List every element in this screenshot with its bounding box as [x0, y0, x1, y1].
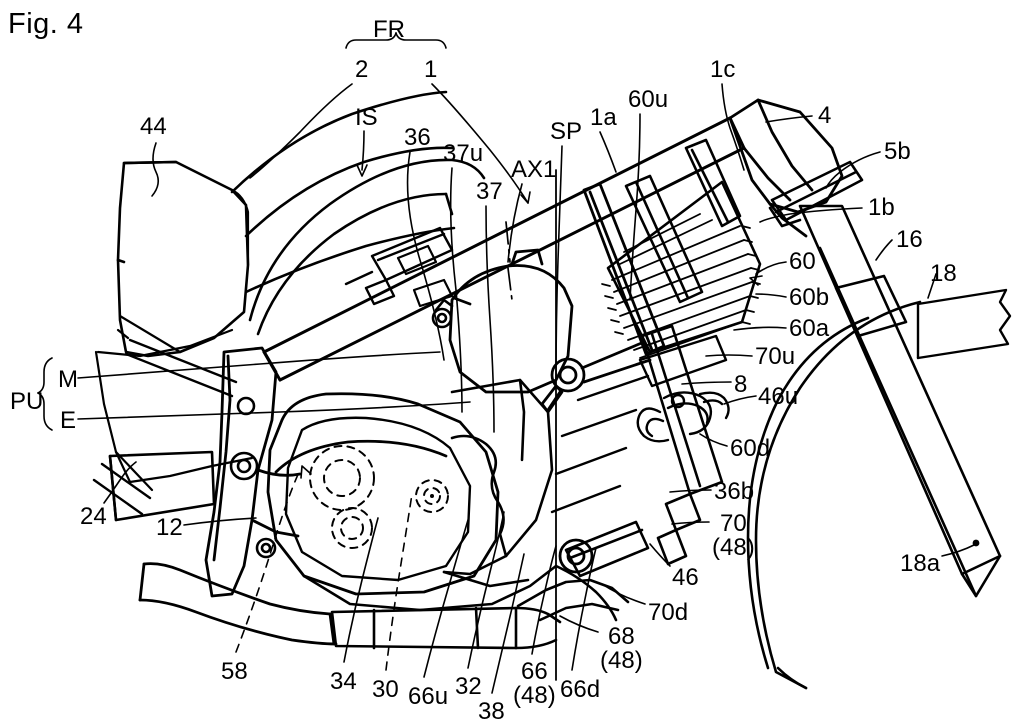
leader-lines	[37, 32, 980, 694]
reference-60d: 60d	[730, 435, 771, 462]
reference-70-48: 70 (48)	[712, 510, 755, 562]
reference-1c: 1c	[710, 56, 736, 83]
radiator-inlet-60u	[624, 174, 704, 304]
reference-16: 16	[896, 226, 923, 253]
engine-case-cover	[284, 416, 472, 582]
front-wheel-arc	[746, 300, 922, 690]
reference-24: 24	[80, 503, 107, 530]
reference-2: 2	[355, 56, 369, 83]
seat-body	[248, 158, 486, 336]
reference-37: 37	[476, 178, 503, 205]
reference-37u: 37u	[443, 140, 484, 167]
reference-12: 12	[156, 514, 183, 541]
pivot-small-36	[431, 298, 454, 329]
pivot-mid	[229, 396, 259, 481]
swingarm-bracket-12	[204, 346, 302, 598]
radiator-side-ticks	[601, 225, 761, 335]
reference-70-48-line2: (48)	[712, 534, 755, 562]
pivot-small-lower	[255, 537, 277, 559]
reference-60u: 60u	[628, 86, 669, 113]
shock-absorber	[640, 324, 724, 566]
reference-8: 8	[734, 371, 748, 398]
muffler-34	[330, 606, 562, 650]
reference-60: 60	[789, 248, 816, 275]
front-fork	[798, 204, 1002, 598]
cylinder-head-37	[448, 248, 574, 394]
rear-cross-tube	[92, 338, 238, 516]
reference-1b: 1b	[868, 194, 895, 221]
frame-down-tube-1a	[582, 182, 666, 356]
reference-66d: 66d	[560, 676, 601, 703]
reference-m: M	[58, 366, 78, 393]
pivot-lower	[558, 538, 594, 574]
handle-clamp-5b	[768, 160, 864, 228]
steering-head	[728, 98, 844, 238]
crankcase-30	[266, 392, 500, 596]
engine-mid-block	[442, 378, 554, 576]
crank-gear-dashed	[309, 445, 449, 549]
reference-68-48-line1: 68	[607, 623, 635, 650]
exhaust-pipe-58	[138, 562, 338, 646]
direction-label-fr: FR	[373, 16, 405, 43]
reference-sp: SP	[550, 118, 583, 145]
reference-36b: 36b	[714, 478, 755, 505]
reference-68-48: 68 (48)	[600, 623, 643, 675]
reference-is: IS	[355, 104, 378, 131]
figure-title: Fig. 4	[8, 8, 84, 40]
reference-66-48-line2: (48)	[513, 682, 556, 710]
reference-ax1: AX1	[511, 156, 557, 183]
reference-5b: 5b	[884, 138, 911, 165]
reference-18: 18	[930, 260, 957, 287]
reference-70-48-line1: 70	[719, 510, 747, 537]
frame-bracket-37u	[396, 244, 454, 308]
lower-cover-66	[516, 564, 630, 622]
main-frame-tube	[262, 116, 746, 382]
reference-4: 4	[818, 102, 832, 129]
gearbox-bottom	[302, 564, 558, 612]
reference-18a: 18a	[900, 550, 941, 577]
lower-linkage	[564, 520, 650, 578]
reference-44: 44	[140, 113, 167, 140]
reference-60a: 60a	[789, 315, 830, 342]
shock-spring-46u	[636, 391, 730, 443]
pivot-upper	[540, 340, 652, 414]
seat-rail	[684, 138, 742, 228]
reference-68-48-line2: (48)	[600, 647, 643, 675]
reference-e: E	[60, 407, 77, 434]
reference-30: 30	[372, 676, 399, 703]
reference-pu: PU	[10, 388, 44, 415]
reference-66-48: 66 (48)	[513, 658, 556, 710]
front-fender	[916, 288, 1012, 360]
intake-housing-36	[344, 226, 454, 306]
reference-46u: 46u	[758, 383, 799, 410]
reference-66u: 66u	[408, 683, 449, 710]
reference-34: 34	[330, 668, 357, 695]
rear-lower-panel-24	[108, 450, 216, 522]
reference-36: 36	[404, 124, 431, 151]
reference-1a: 1a	[590, 104, 617, 131]
reference-38: 38	[478, 698, 505, 725]
reference-46: 46	[672, 564, 699, 591]
reference-32: 32	[455, 673, 482, 700]
reference-66-48-line1: 66	[520, 658, 548, 685]
reference-58: 58	[221, 658, 248, 685]
reference-70u: 70u	[755, 343, 796, 370]
axis-ax1	[505, 221, 513, 301]
radiator-lower-tank	[550, 334, 728, 514]
reference-70d: 70d	[648, 599, 689, 626]
reference-60b: 60b	[789, 284, 830, 311]
reference-1: 1	[424, 56, 438, 83]
